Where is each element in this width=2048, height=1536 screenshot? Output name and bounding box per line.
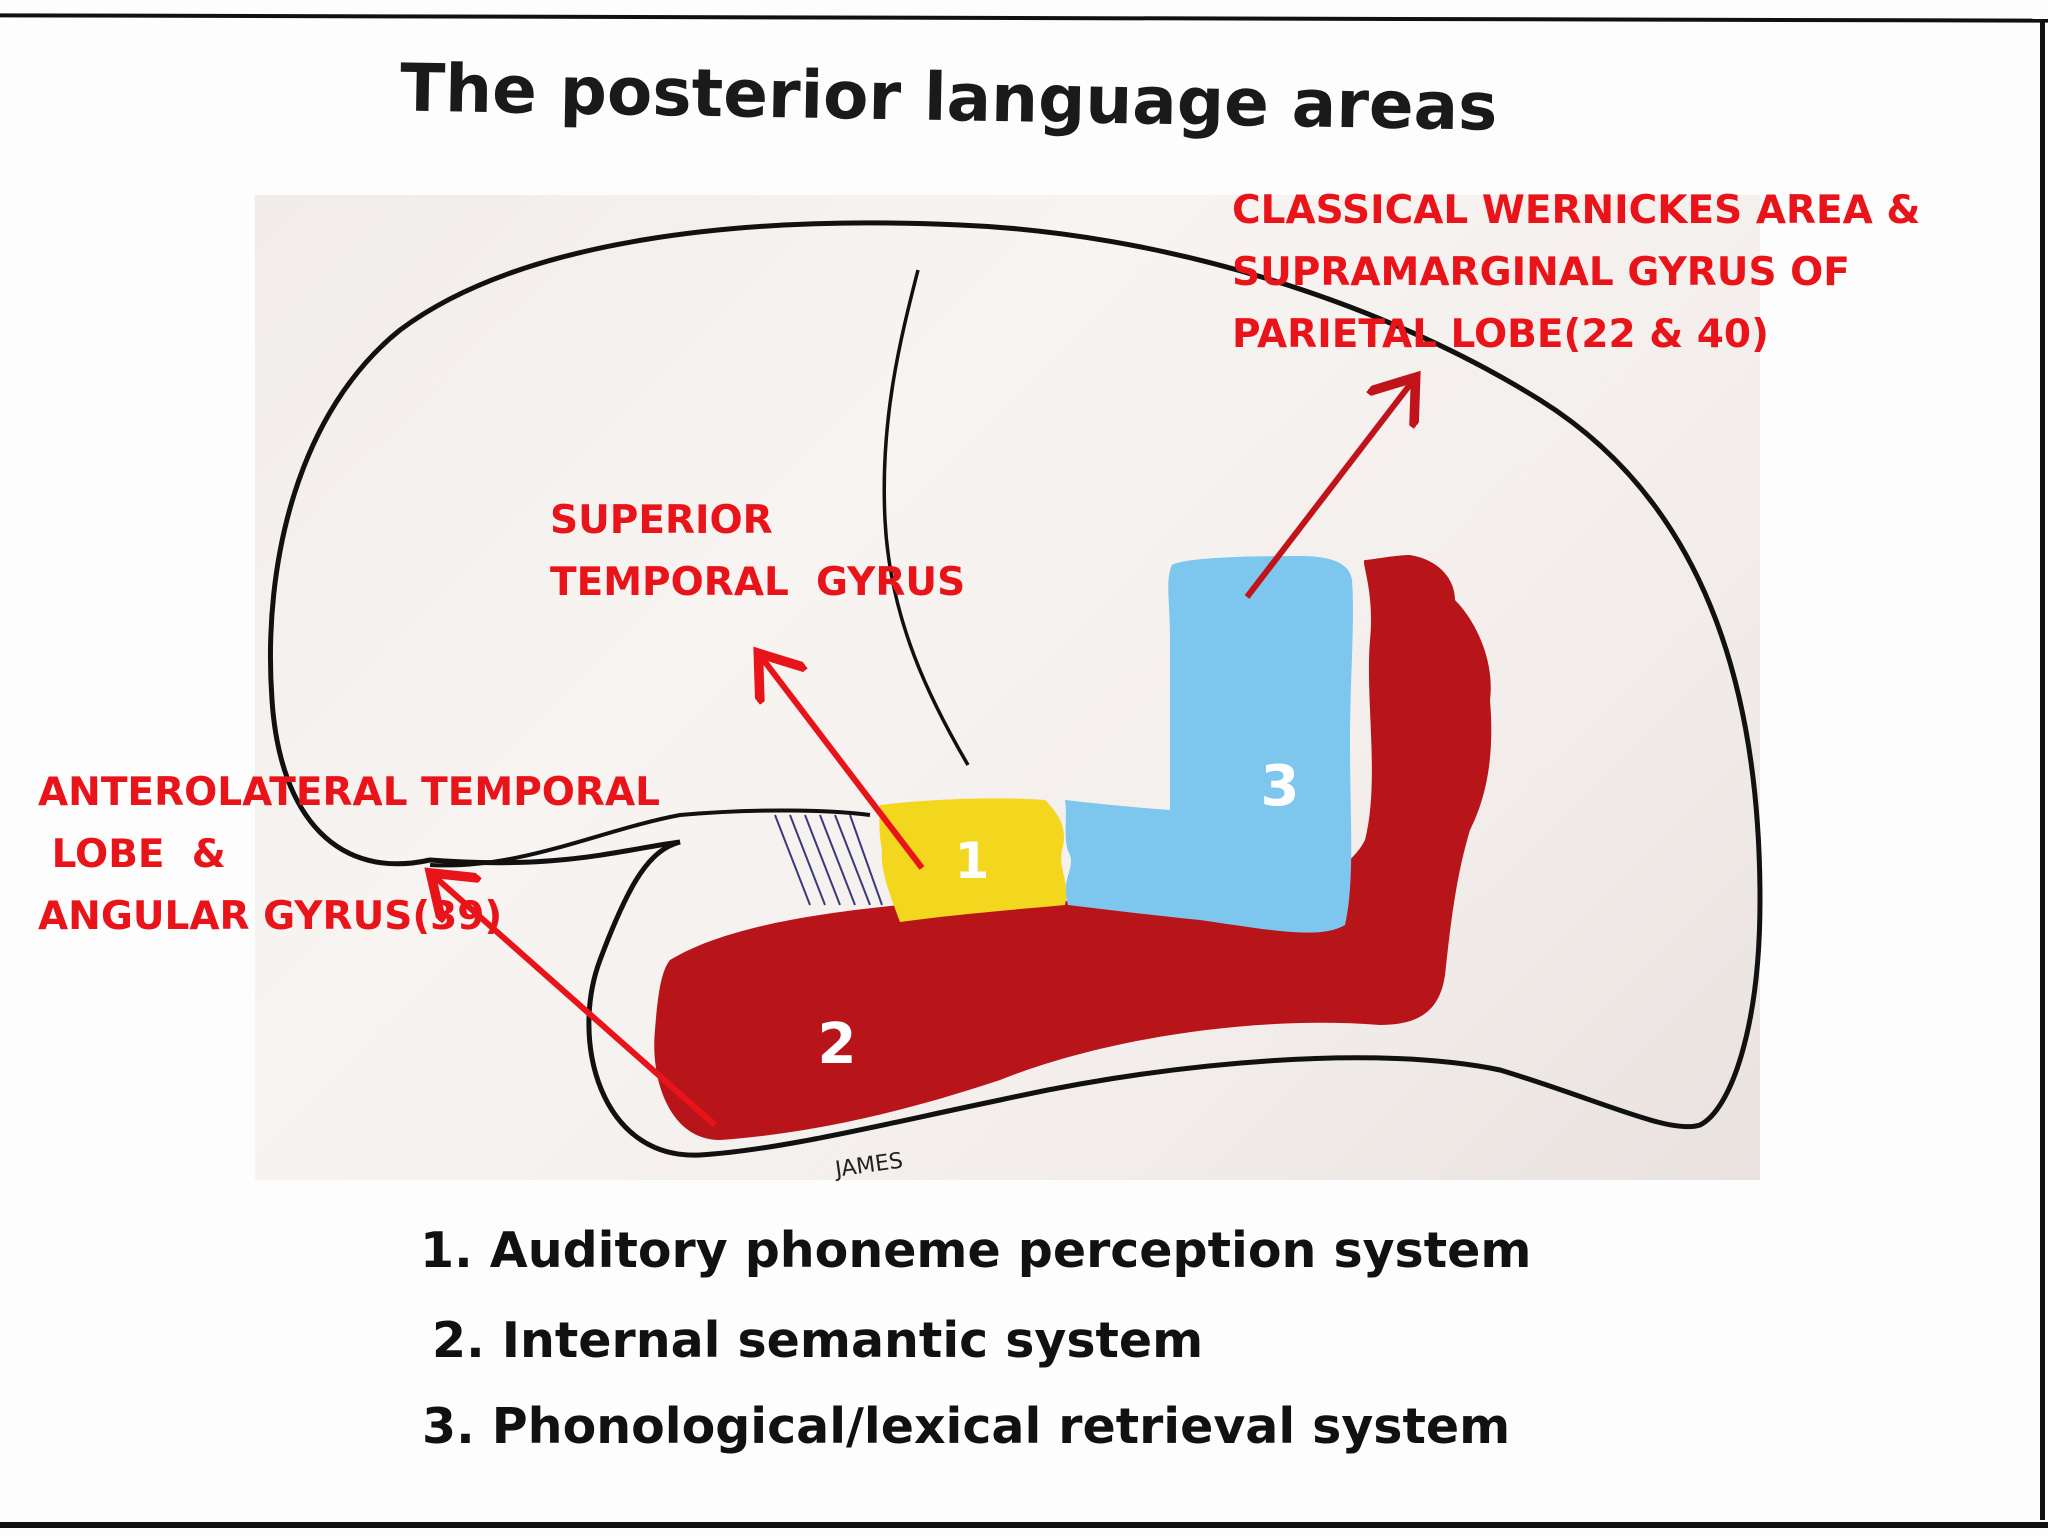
artist-signature: JAMES: [832, 1148, 905, 1182]
region-2-internal-semantic: [654, 555, 1492, 1140]
arrow-to-wernicke: [1244, 382, 1412, 599]
label-anterolateral-temporal-lobe: ANTEROLATERAL TEMPORAL LOBE & ANGULAR GY…: [38, 770, 661, 939]
legend-item-1: 1. Auditory phoneme perception system: [420, 1222, 1532, 1279]
arrow-to-anterolateral: [435, 877, 717, 1128]
legend-item-2: 2. Internal semantic system: [432, 1312, 1204, 1369]
label-superior-temporal-gyrus: SUPERIOR TEMPORAL GYRUS: [550, 498, 966, 605]
label-wernicke-area: CLASSICAL WERNICKES AREA & SUPRAMARGINAL…: [1232, 188, 1921, 357]
region-3-number: 3: [1261, 754, 1300, 819]
legend-item-3: 3. Phonological/lexical retrieval system: [422, 1398, 1511, 1455]
hatch-lines: [774, 814, 883, 906]
region-1-auditory: [879, 798, 1067, 922]
region-3-phonological: [1065, 556, 1353, 933]
frame-right-border: [2040, 20, 2045, 1520]
frame-bottom-border: [0, 1522, 2048, 1528]
lateral-fissure: [429, 808, 871, 868]
arrow-to-superior-temporal: [762, 658, 925, 870]
brain-outline: [267, 220, 1763, 1158]
region-1-number: 1: [955, 832, 990, 890]
central-sulcus: [882, 269, 970, 766]
region-2-number: 2: [818, 1012, 857, 1077]
